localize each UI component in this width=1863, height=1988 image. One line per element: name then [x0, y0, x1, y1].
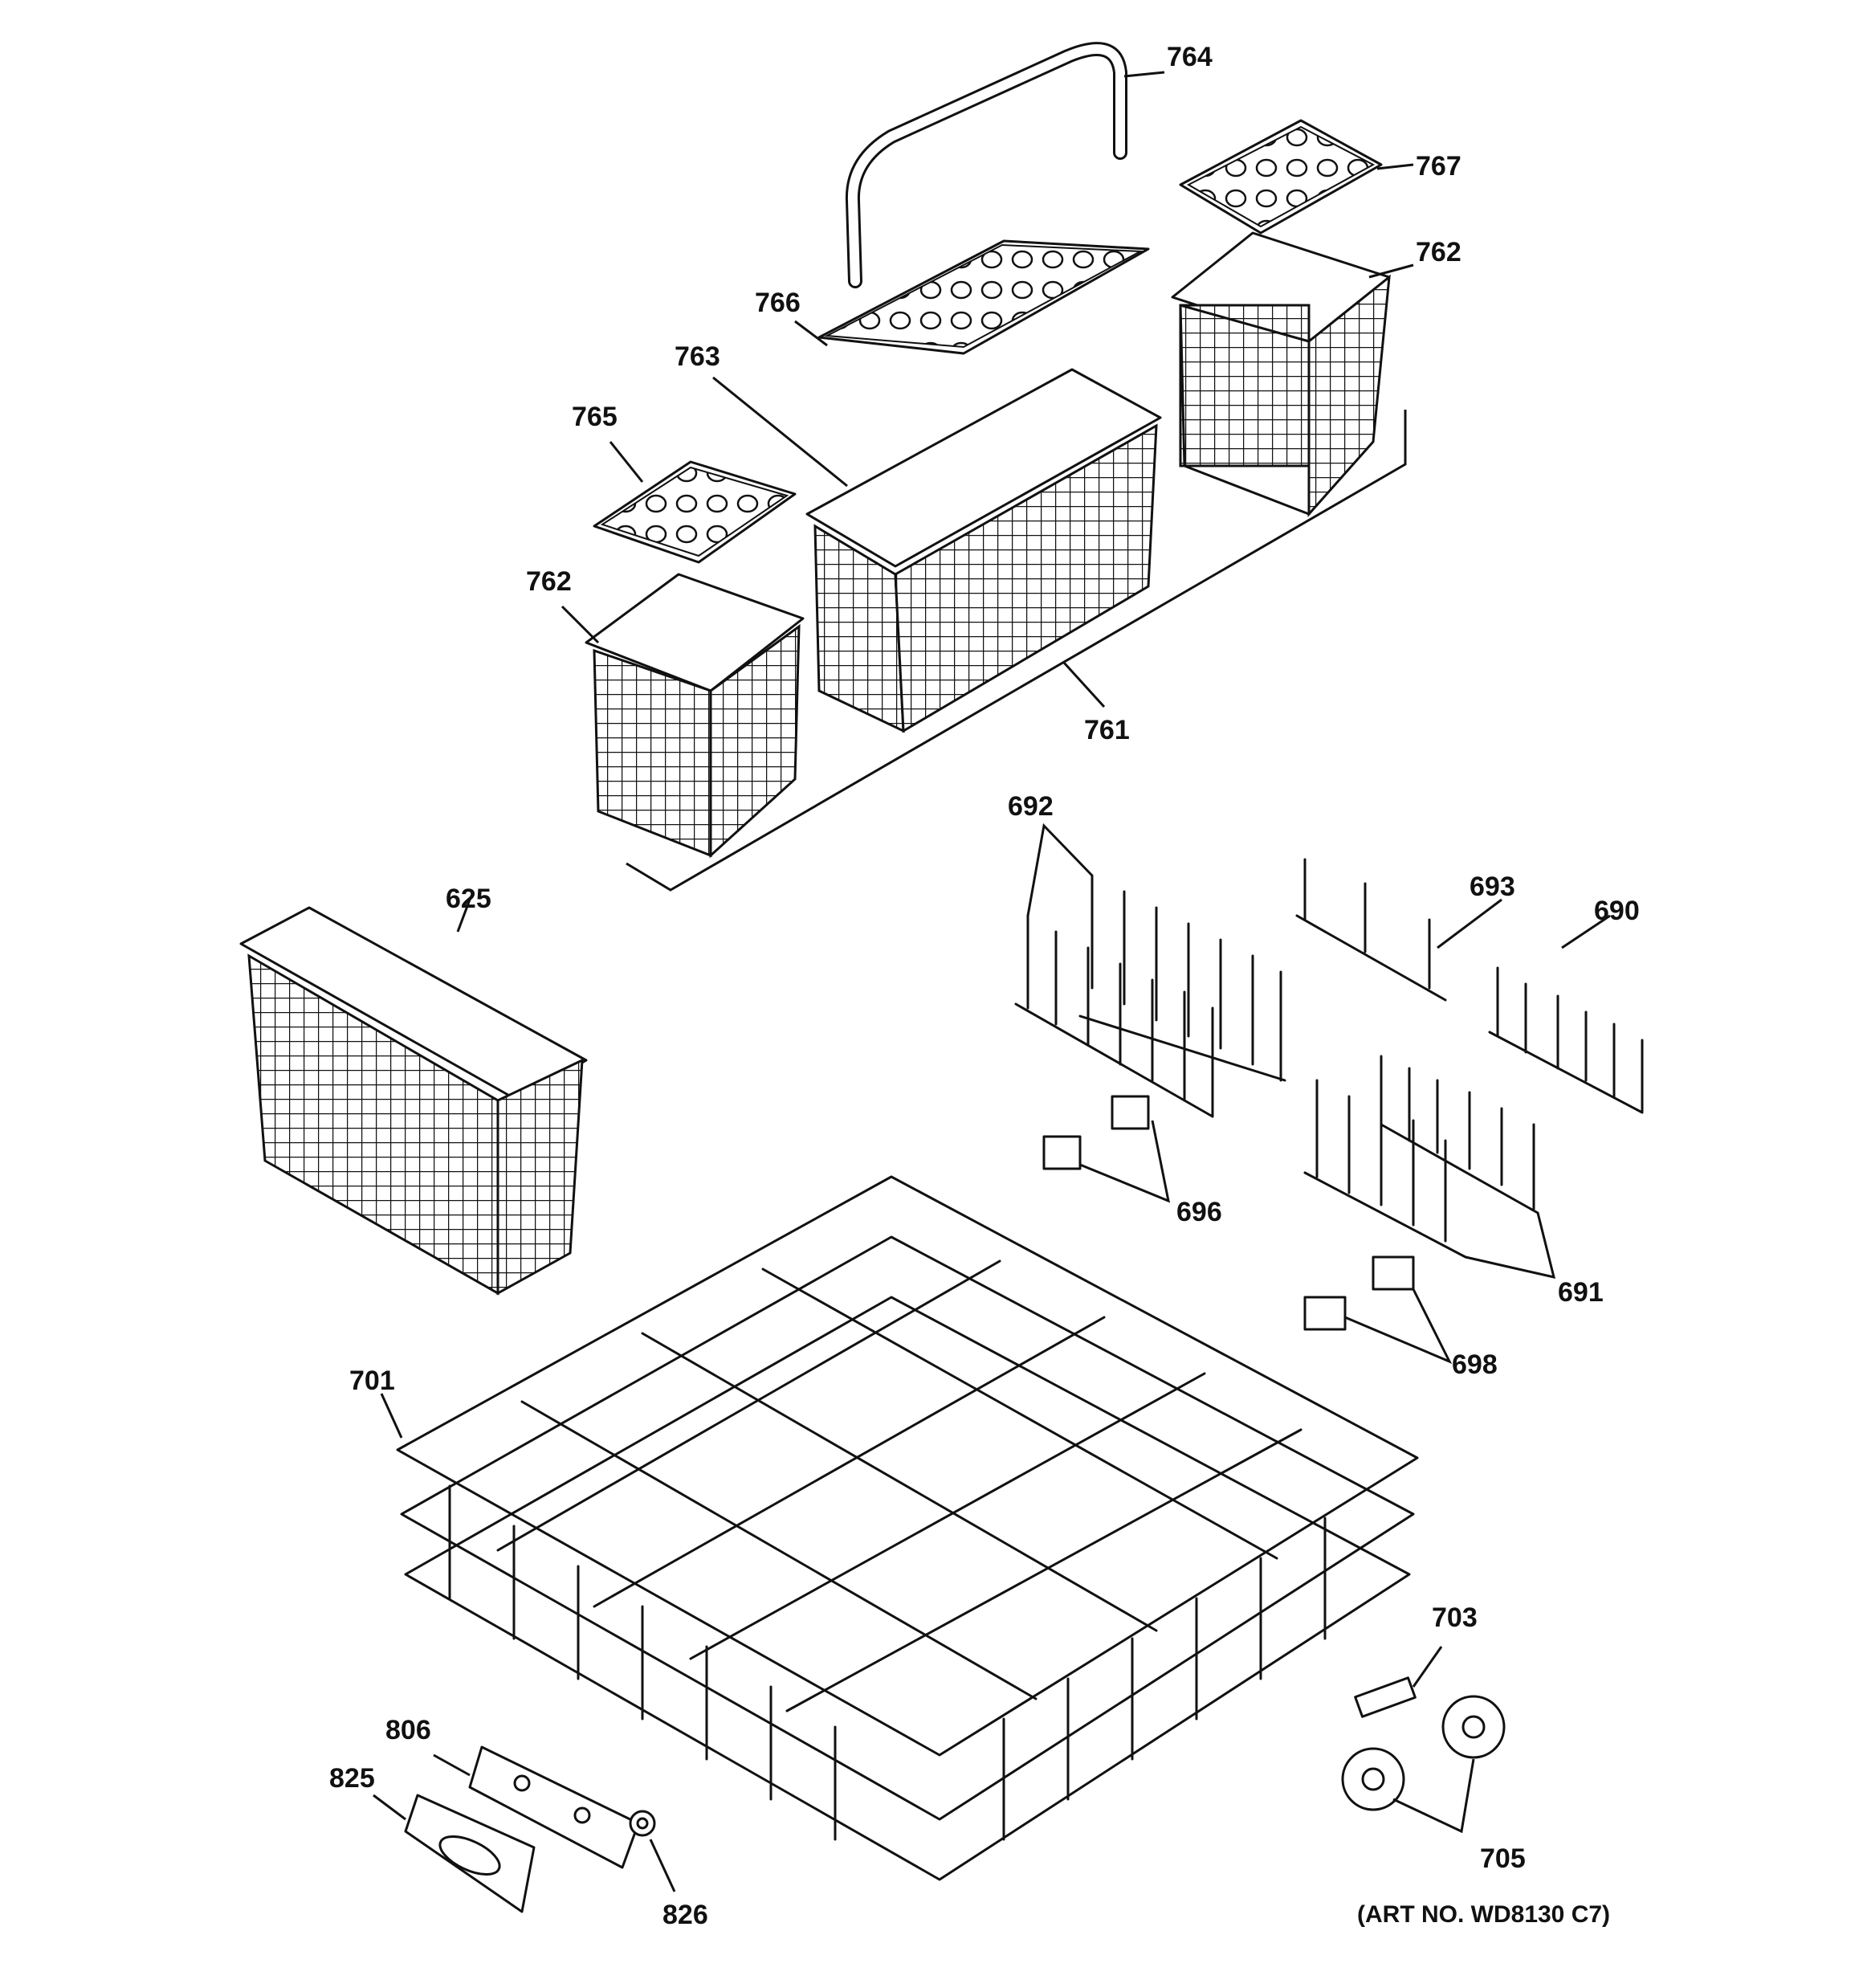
tines-691-icon: [1303, 1055, 1539, 1259]
screw-826-icon: [629, 1810, 656, 1837]
basket-762-left-icon: [585, 573, 805, 859]
tines-692-icon: [1014, 874, 1286, 1118]
label-762-right: 762: [1416, 237, 1461, 267]
basket-assembly-bracket: [626, 410, 1407, 892]
label-761: 761: [1084, 715, 1130, 745]
cover-767-icon: [1179, 119, 1383, 235]
label-766: 766: [755, 288, 801, 318]
lower-rack-701-icon: [396, 1175, 1419, 1881]
handle-icon: [845, 42, 1127, 288]
clips-696-icon: [1042, 1095, 1150, 1170]
label-692: 692: [1008, 791, 1054, 822]
label-696: 696: [1176, 1197, 1222, 1227]
cover-766-icon: [817, 239, 1150, 355]
basket-763-icon: [805, 368, 1162, 733]
clips-698-icon: [1303, 1255, 1415, 1331]
label-705: 705: [1480, 1843, 1526, 1874]
leader-lines: [373, 71, 1611, 1892]
label-825: 825: [329, 1763, 375, 1794]
label-763: 763: [675, 341, 720, 372]
basket-625-icon: [239, 906, 588, 1296]
tines-693-icon: [1295, 858, 1447, 1002]
label-767: 767: [1416, 151, 1461, 182]
basket-762-right-icon: [1171, 231, 1391, 517]
tines-690-icon: [1488, 966, 1644, 1114]
label-625: 625: [446, 884, 491, 914]
label-826: 826: [662, 1900, 708, 1930]
label-693: 693: [1470, 872, 1515, 902]
label-806: 806: [385, 1715, 431, 1745]
label-765: 765: [572, 402, 618, 432]
axle-703-icon: [1354, 1676, 1417, 1718]
label-701: 701: [349, 1365, 395, 1396]
label-764: 764: [1167, 42, 1213, 72]
label-762-left: 762: [526, 566, 572, 597]
label-691: 691: [1558, 1277, 1604, 1308]
wheels-705-icon: [1341, 1695, 1506, 1811]
label-703: 703: [1432, 1602, 1478, 1633]
nameplate-825-icon: [404, 1794, 536, 1913]
art-number: (ART NO. WD8130 C7): [1357, 1901, 1610, 1928]
label-698: 698: [1452, 1349, 1498, 1380]
part-labels: 764 767 762 766 763 765 762 761 692 693 …: [329, 42, 1640, 1930]
cover-765-icon: [593, 460, 797, 564]
label-690: 690: [1594, 896, 1640, 926]
